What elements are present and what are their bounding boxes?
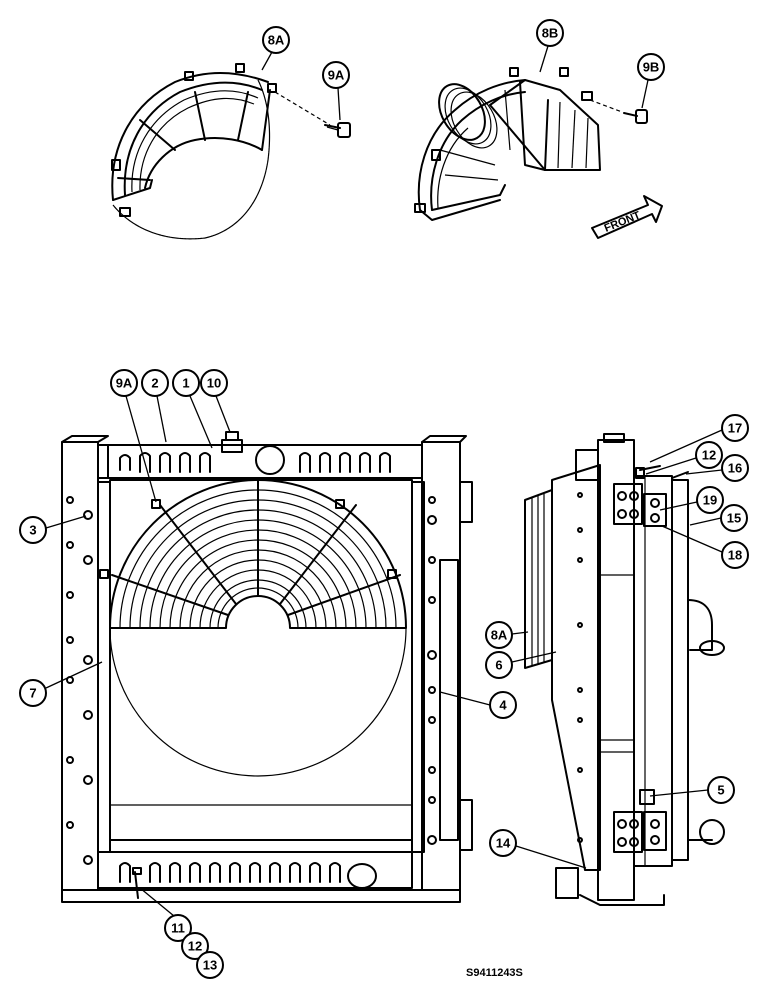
shroud-half-8a: [111, 63, 331, 240]
callout-label: 12: [702, 448, 716, 463]
callout-label: 17: [728, 421, 742, 436]
figure-code: S9411243S: [466, 967, 523, 979]
callout-2: 2: [141, 369, 169, 397]
callout-label: 12: [188, 939, 202, 954]
front-arrow: FRONT: [591, 195, 663, 239]
callout-label: 15: [727, 511, 741, 526]
callout-label: 9A: [116, 376, 133, 391]
bolt-9b: [623, 109, 648, 124]
shroud-half-8b: [414, 67, 623, 221]
callout-8b: 8B: [536, 19, 564, 47]
callout-label: 9B: [643, 60, 660, 75]
callout-9b: 9B: [637, 53, 665, 81]
callout-4: 4: [489, 691, 517, 719]
callout-17: 17: [721, 414, 749, 442]
callout-label: 5: [717, 783, 724, 798]
callout-6: 6: [485, 651, 513, 679]
callout-label: 1: [182, 376, 189, 391]
callout-label: 8A: [268, 33, 285, 48]
callout-label: 6: [495, 658, 502, 673]
callout-label: 8A: [491, 628, 508, 643]
callout-1: 1: [172, 369, 200, 397]
callout-14: 14: [489, 829, 517, 857]
callout-15: 15: [720, 504, 748, 532]
callout-label: 16: [728, 461, 742, 476]
callout-12-side: 12: [695, 441, 723, 469]
callout-13: 13: [196, 951, 224, 979]
callout-7: 7: [19, 679, 47, 707]
callout-label: 18: [728, 548, 742, 563]
callout-label: 2: [151, 376, 158, 391]
callout-label: 10: [207, 376, 221, 391]
radiator-front-view: [61, 431, 473, 903]
callout-8a-side: 8A: [485, 621, 513, 649]
callout-label: 14: [496, 836, 511, 851]
callout-3: 3: [19, 516, 47, 544]
callout-16: 16: [721, 454, 749, 482]
callout-label: 13: [203, 958, 217, 973]
callout-label: 4: [499, 698, 507, 713]
front-label: FRONT: [603, 209, 643, 234]
callout-9a: 9A: [110, 369, 138, 397]
callout-label: 3: [29, 523, 36, 538]
callout-label: 9A: [328, 68, 345, 83]
radiator-side-view: [524, 433, 725, 906]
callout-11: 11: [164, 914, 192, 942]
callout-8a-top: 8A: [262, 26, 290, 54]
callout-10: 10: [200, 369, 228, 397]
callout-label: 11: [171, 921, 185, 936]
callout-5: 5: [707, 776, 735, 804]
bolt-9a-top: [324, 122, 351, 138]
callout-19: 19: [696, 486, 724, 514]
callout-label: 7: [29, 686, 36, 701]
callout-label: 19: [703, 493, 717, 508]
callout-label: 8B: [542, 26, 559, 41]
callout-12-bottom: 12: [181, 932, 209, 960]
callout-18: 18: [721, 541, 749, 569]
callout-9a-top: 9A: [322, 61, 350, 89]
